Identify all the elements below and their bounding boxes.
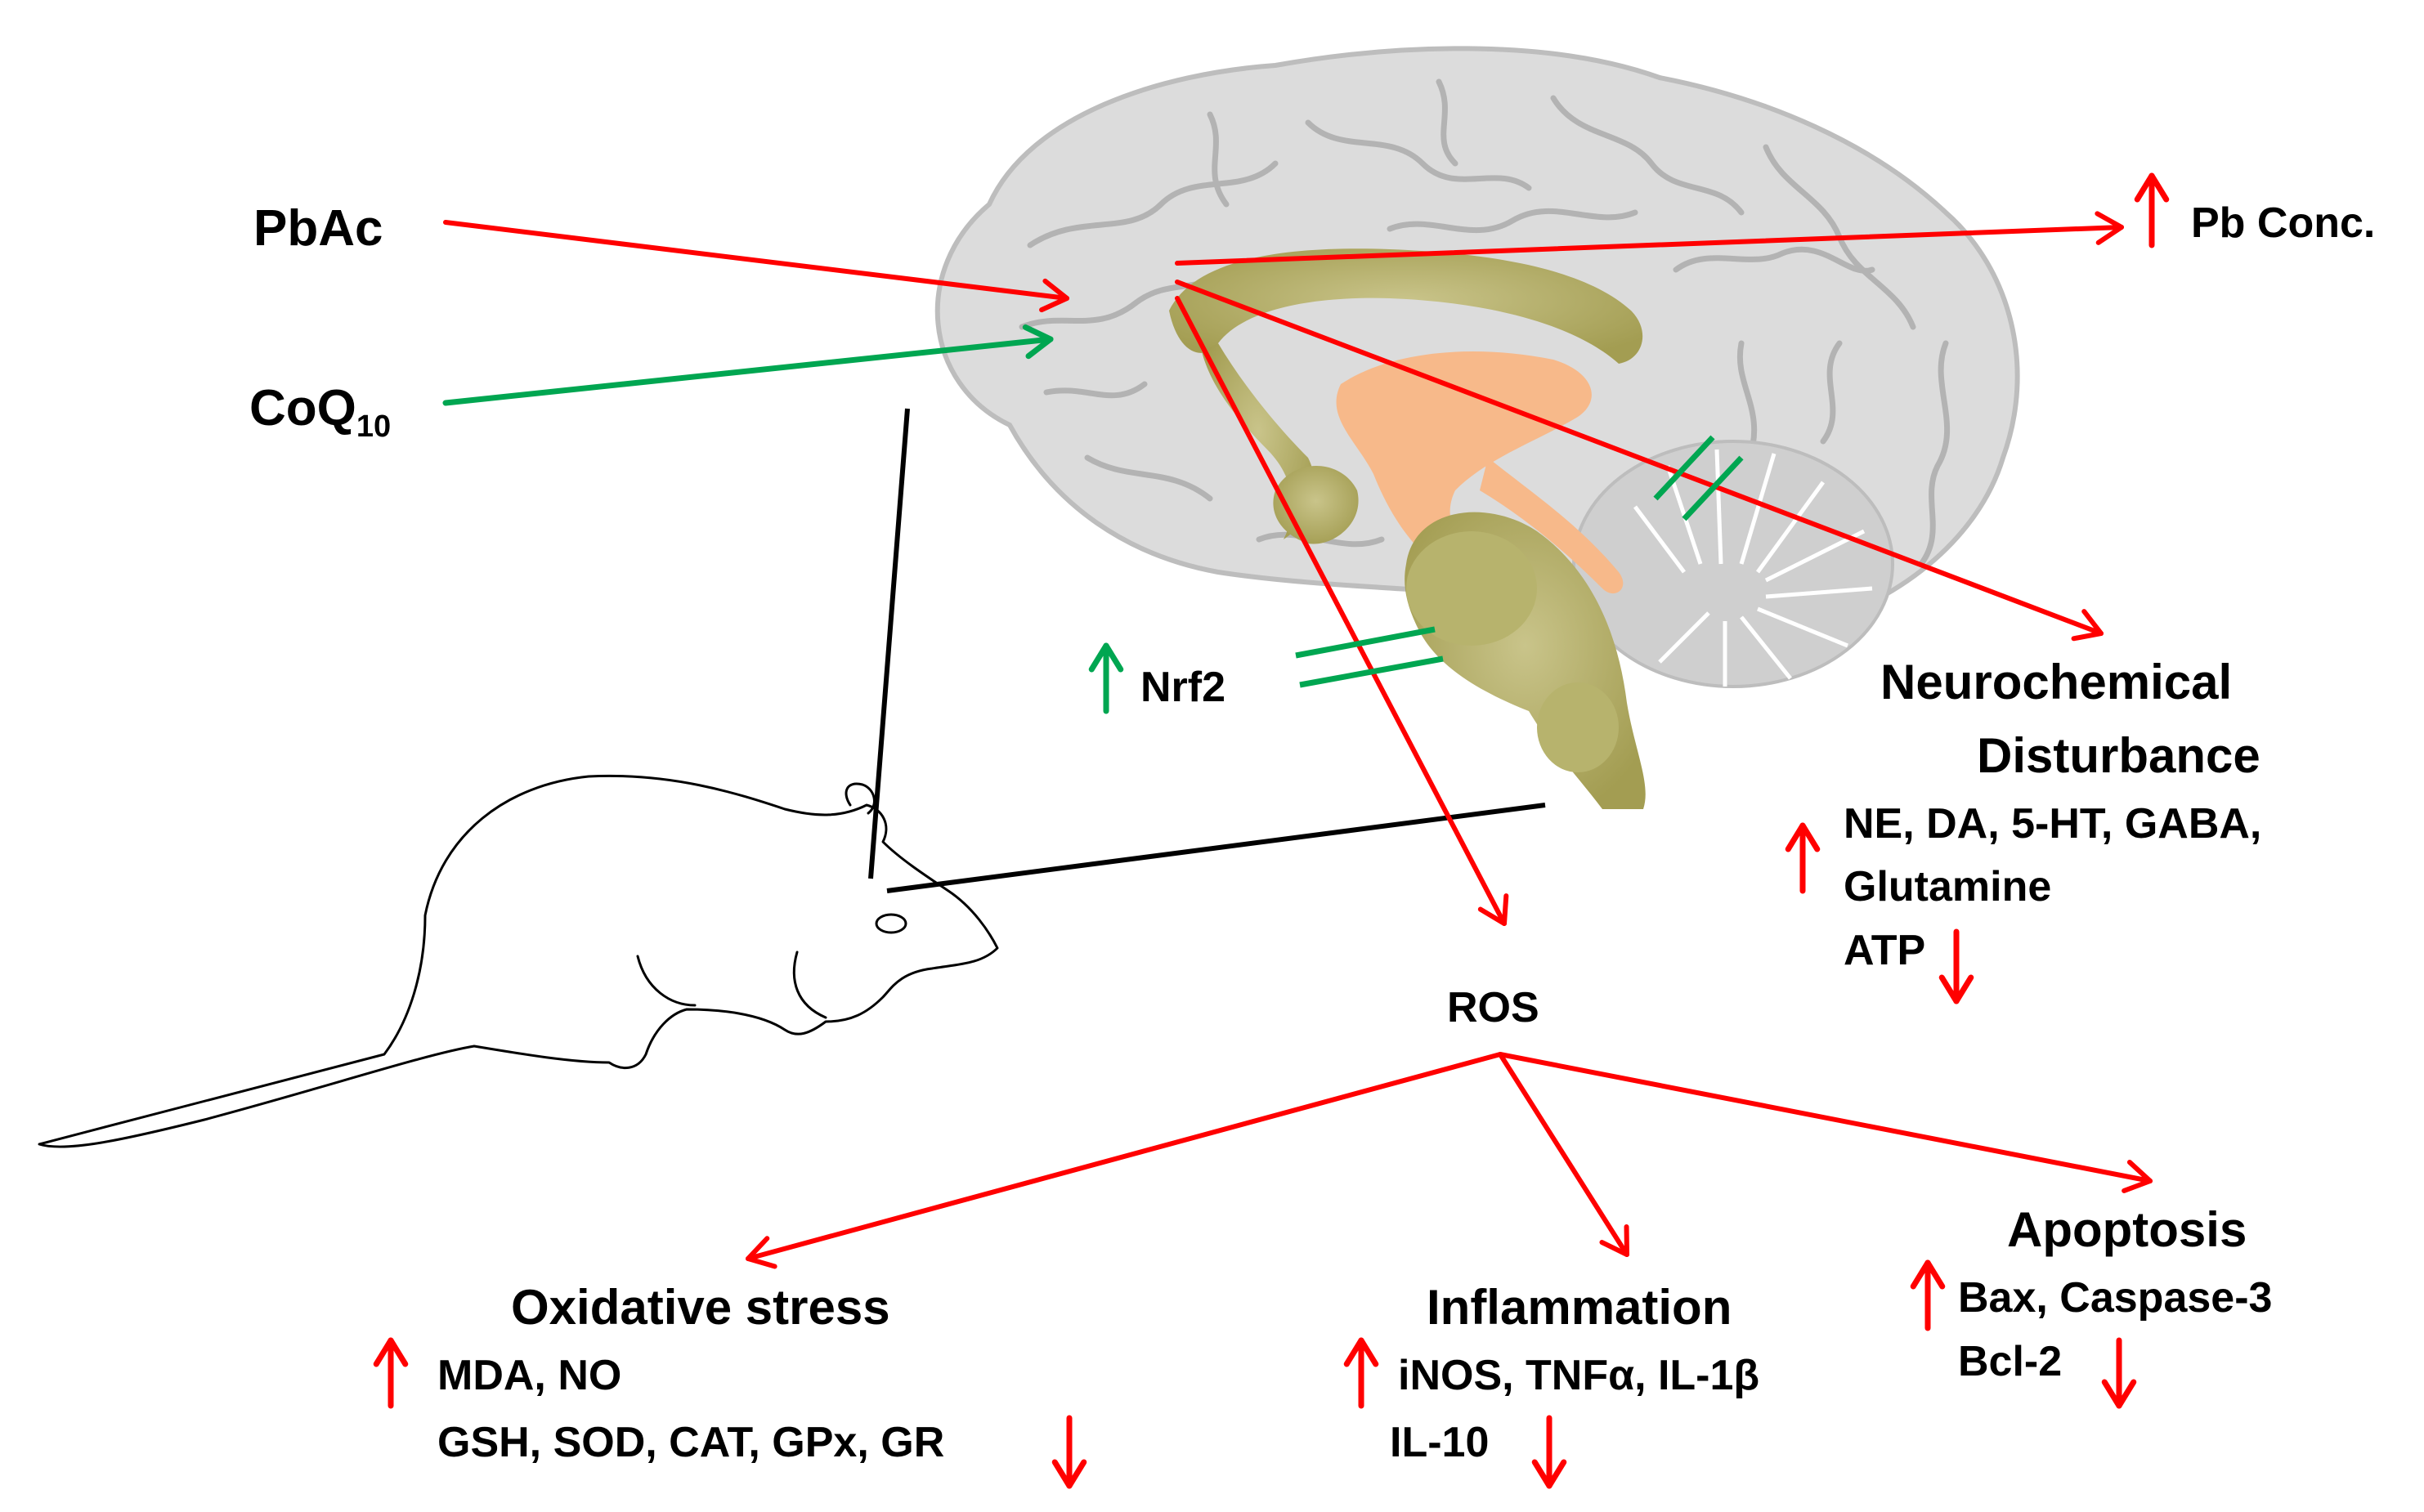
apoptosis-down-icon (2101, 1337, 2137, 1409)
apoptosis-down: Bcl-2 (1958, 1338, 2062, 1385)
nrf2-up-icon (1088, 642, 1124, 714)
inflammation-title: Inflammation (1427, 1280, 1732, 1335)
oxidative-arrow (746, 1052, 1503, 1269)
pb-conc-label: Pb Conc. (2191, 199, 2375, 247)
arrows-layer (373, 172, 2170, 1489)
rat-ear (845, 782, 876, 815)
coq10-label: CoQ10 (249, 380, 391, 444)
nrf2-label: Nrf2 (1140, 664, 1225, 711)
inhibit-bar-ros-1 (1295, 626, 1436, 659)
medulla (1537, 682, 1619, 772)
inflammation-down: IL-10 (1390, 1419, 1489, 1466)
pb-conc-up-icon (2134, 172, 2170, 248)
inflammation-arrow (1498, 1052, 1629, 1257)
apoptosis-up-icon (1910, 1259, 1946, 1331)
inhibit-bar-neuro-2 (1682, 455, 1744, 521)
ros-arrow (1175, 296, 1509, 926)
zoom-line-upper (868, 408, 910, 879)
aqueduct (1480, 458, 1624, 594)
inhibit-bar-neuro-1 (1653, 435, 1715, 501)
oxidative-title: Oxidative stress (511, 1280, 890, 1335)
inflammation-up: iNOS, TNFα, IL-1β (1398, 1352, 1759, 1399)
neuro-atp-down-icon (1938, 928, 1974, 1004)
pb-conc-arrow (1175, 211, 2124, 266)
apoptosis-title: Apoptosis (2007, 1202, 2247, 1257)
zoom-line-lower (886, 803, 1546, 893)
rat-illustration (38, 774, 999, 1148)
neuro-up-icon (1785, 822, 1821, 894)
rat-front-leg (792, 951, 827, 1019)
neuro-title-2: Disturbance (1977, 728, 2260, 783)
inhibit-bar-ros-2 (1299, 655, 1444, 688)
inflammation-up-icon (1343, 1337, 1379, 1409)
ros-label: ROS (1447, 984, 1539, 1031)
rat-hind-leg (636, 955, 697, 1007)
fornix (1202, 343, 1315, 539)
apoptosis-up: Bax, Caspase-3 (1958, 1274, 2272, 1322)
brain-illustration (934, 46, 2020, 809)
apoptosis-arrow (1498, 1052, 2153, 1193)
oxidative-down: GSH, SOD, CAT, GPx, GR (437, 1419, 944, 1466)
corpus-callosum (1169, 248, 1643, 364)
neuro-up-line1: NE, DA, 5-HT, GABA, (1844, 800, 2261, 848)
oxidative-down-icon (1051, 1415, 1087, 1489)
coq10-arrow (442, 324, 1054, 406)
oxidative-up-icon (373, 1337, 409, 1409)
ventricle (1336, 351, 1592, 591)
neuro-title-1: Neurochemical (1880, 655, 2232, 709)
inflammation-down-icon (1531, 1415, 1567, 1489)
rat-eye (875, 913, 907, 934)
pbac-arrow (443, 220, 1069, 313)
neuro-up-line2: Glutamine (1844, 863, 2051, 910)
inhibition-bars (1295, 435, 1744, 688)
oxidative-up: MDA, NO (437, 1352, 621, 1399)
neuro-arrow (1175, 280, 2104, 642)
pbac-label: PbAc (253, 200, 383, 257)
cerebellum (1572, 440, 1894, 688)
neuro-down-label: ATP (1844, 927, 1925, 974)
pons (1406, 531, 1537, 646)
